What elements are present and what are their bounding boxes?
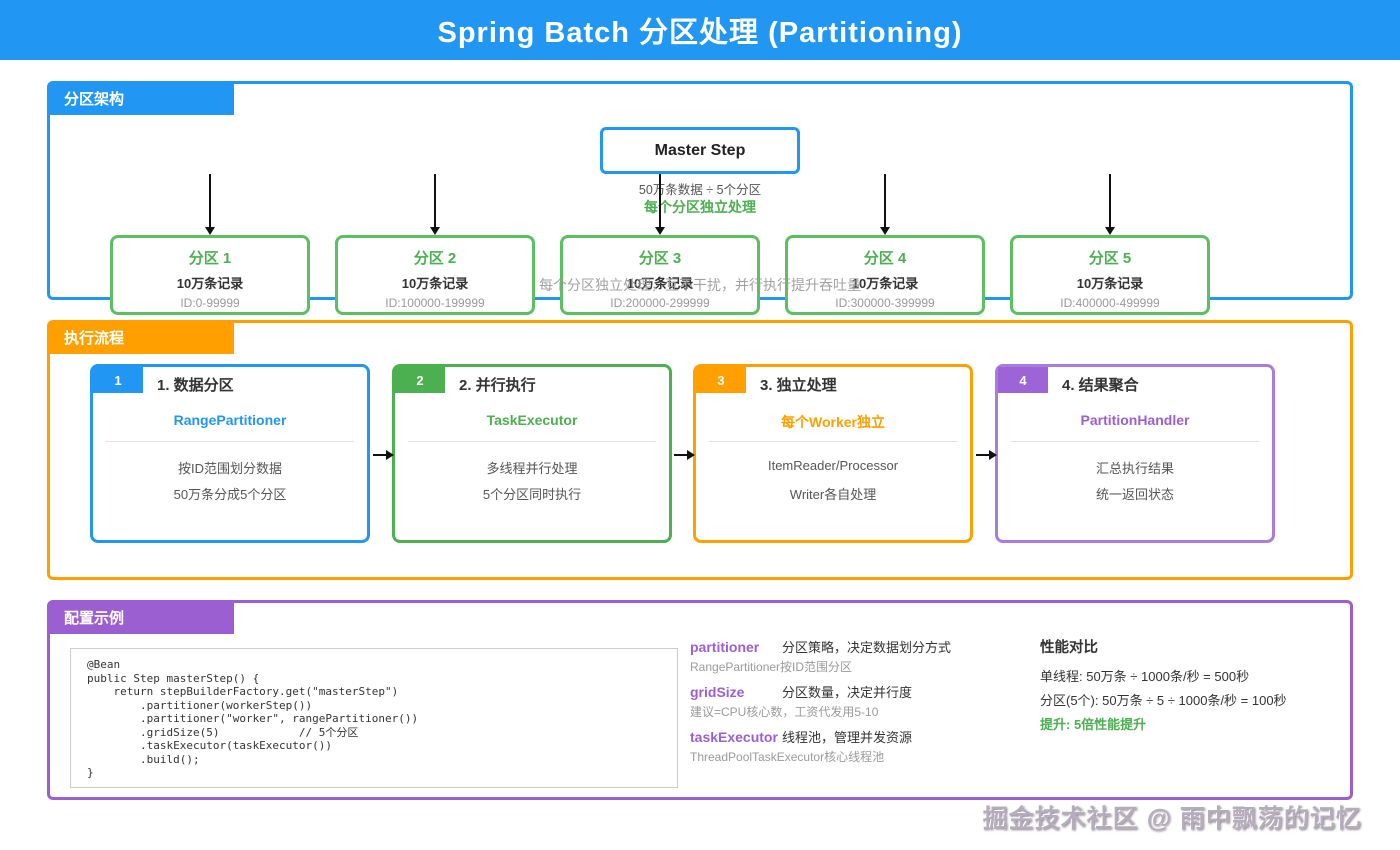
step-title: 3. 独立处理 — [760, 377, 837, 394]
partition-records: 10万条记录 — [401, 276, 469, 291]
title-bar: Spring Batch 分区处理 (Partitioning) — [0, 0, 1400, 60]
flow-step-card-4: 4 4. 结果聚合 PartitionHandler 汇总执行结果 统一返回状态 — [995, 364, 1275, 543]
divider — [408, 441, 656, 442]
param-note: 建议=CPU核心数，工资代发用5-10 — [690, 705, 879, 719]
flow-arrow-3 — [976, 450, 997, 460]
watermark: 掘金技术社区 @ 雨中飘荡的记忆 — [982, 805, 1362, 833]
flow-arrow-1 — [373, 450, 394, 460]
step-key-component: PartitionHandler — [1080, 412, 1190, 428]
step-number-badge: 2 — [395, 367, 445, 393]
flow-step-card-2: 2 2. 并行执行 TaskExecutor 多线程并行处理 5个分区同时执行 — [392, 364, 672, 543]
step-number-badge: 1 — [93, 367, 143, 393]
param-note: ThreadPoolTaskExecutor核心线程池 — [690, 750, 885, 764]
step-title: 4. 结果聚合 — [1062, 377, 1139, 394]
step-detail-line: 按ID范围划分数据 — [177, 461, 282, 476]
flow-step-card-3: 3 3. 独立处理 每个Worker独立 ItemReader/Processo… — [693, 364, 973, 543]
partition-records: 10万条记录 — [626, 276, 694, 291]
section-flow: 执行流程 — [47, 320, 1353, 580]
performance-comparison: 性能对比 单线程: 50万条 ÷ 1000条/秒 = 500秒 分区(5个): … — [1040, 636, 1370, 733]
param-desc: 分区数量，决定并行度 — [782, 685, 913, 700]
partition-box-4: 分区 4 10万条记录 ID:300000-399999 — [785, 235, 985, 315]
step-detail-line: 汇总执行结果 — [1095, 461, 1174, 476]
code-line: } — [87, 766, 94, 779]
partition-records: 10万条记录 — [851, 276, 919, 291]
down-arrow-1 — [205, 174, 215, 235]
section-flow-label: 执行流程 — [50, 323, 234, 354]
partition-name: 分区 3 — [638, 250, 682, 267]
param-desc: 分区策略，决定数据划分方式 — [782, 640, 952, 655]
param-gridsize: gridSize 分区数量，决定并行度 建议=CPU核心数，工资代发用5-10 — [690, 682, 1030, 720]
divider — [1011, 441, 1259, 442]
partition-box-5: 分区 5 10万条记录 ID:400000-499999 — [1010, 235, 1210, 315]
step-detail-line: 多线程并行处理 — [486, 461, 578, 476]
master-step-box: Master Step — [600, 127, 800, 174]
section-config-label: 配置示例 — [50, 603, 234, 634]
code-line: .taskExecutor(taskExecutor()) — [87, 739, 333, 752]
partition-id-range: ID:400000-499999 — [1060, 296, 1160, 310]
param-name: taskExecutor — [690, 729, 778, 745]
down-arrow-5 — [1105, 174, 1115, 235]
code-line: .build(); — [87, 752, 200, 766]
code-block: @Bean public Step masterStep() { return … — [70, 648, 678, 788]
step-detail-line: Writer各自处理 — [789, 487, 877, 502]
partition-id-range: ID:100000-199999 — [385, 296, 485, 310]
performance-title: 性能对比 — [1040, 640, 1098, 656]
partition-records: 10万条记录 — [176, 276, 244, 291]
flow-arrow-2 — [674, 450, 695, 460]
divider — [709, 441, 957, 442]
down-arrow-3 — [655, 174, 665, 235]
step-key-component: RangePartitioner — [173, 412, 287, 428]
config-params: partitioner 分区策略，决定数据划分方式 RangePartition… — [690, 637, 1030, 772]
step-detail-line: ItemReader/Processor — [767, 458, 899, 473]
performance-line: 单线程: 50万条 ÷ 1000条/秒 = 500秒 — [1040, 669, 1250, 684]
param-taskexecutor: taskExecutor 线程池，管理并发资源 ThreadPoolTaskEx… — [690, 727, 1030, 765]
partition-id-range: ID:300000-399999 — [835, 296, 935, 310]
partition-id-range: ID:0-99999 — [180, 296, 240, 310]
param-partitioner: partitioner 分区策略，决定数据划分方式 RangePartition… — [690, 637, 1030, 675]
param-note: RangePartitioner按ID范围分区 — [690, 660, 853, 674]
performance-highlight: 提升: 5倍性能提升 — [1040, 717, 1147, 732]
performance-line: 分区(5个): 50万条 ÷ 5 ÷ 1000条/秒 = 100秒 — [1040, 693, 1287, 708]
partition-box-3: 分区 3 10万条记录 ID:200000-299999 — [560, 235, 760, 315]
code-line: @Bean — [87, 658, 121, 671]
step-title: 2. 并行执行 — [459, 377, 536, 394]
split-note-green: 每个分区独立处理 — [644, 199, 756, 215]
section-config: 配置示例 — [47, 600, 1353, 800]
step-detail-line: 5个分区同时执行 — [482, 487, 582, 502]
code-line: .gridSize(5) // 5个分区 — [87, 725, 359, 739]
partition-name: 分区 1 — [188, 250, 232, 267]
param-desc: 线程池，管理并发资源 — [782, 730, 913, 745]
param-name: gridSize — [690, 684, 745, 700]
partition-name: 分区 4 — [863, 250, 907, 267]
page-title: Spring Batch 分区处理 (Partitioning) — [437, 17, 963, 49]
step-number-badge: 3 — [696, 367, 746, 393]
partition-box-1: 分区 1 10万条记录 ID:0-99999 — [110, 235, 310, 315]
code-line: public Step masterStep() { — [87, 671, 260, 685]
partition-records: 10万条记录 — [1076, 276, 1144, 291]
split-note: 50万条数据 ÷ 5个分区 — [638, 183, 762, 197]
code-line: .partitioner(workerStep()) — [87, 698, 313, 712]
flow-step-card-1: 1 1. 数据分区 RangePartitioner 按ID范围划分数据 50万… — [90, 364, 370, 543]
step-key-component: 每个Worker独立 — [781, 414, 885, 430]
partition-id-range: ID:200000-299999 — [610, 296, 710, 310]
step-key-component: TaskExecutor — [486, 412, 578, 428]
code-line: .partitioner("worker", rangePartitioner(… — [87, 712, 419, 725]
down-arrow-2 — [430, 174, 440, 235]
partition-name: 分区 5 — [1088, 250, 1132, 267]
code-line: return stepBuilderFactory.get("masterSte… — [87, 685, 399, 698]
down-arrow-4 — [880, 174, 890, 235]
step-number-badge: 4 — [998, 367, 1048, 393]
divider — [106, 441, 354, 442]
partition-name: 分区 2 — [413, 250, 457, 267]
step-detail-line: 统一返回状态 — [1095, 487, 1174, 502]
param-name: partitioner — [690, 639, 760, 655]
step-detail-line: 50万条分成5个分区 — [173, 487, 287, 502]
step-title: 1. 数据分区 — [157, 377, 234, 394]
partition-box-2: 分区 2 10万条记录 ID:100000-199999 — [335, 235, 535, 315]
section-architecture-label: 分区架构 — [50, 84, 234, 115]
partition-overlay-note: 每个分区独立处理，互不干扰，并行执行提升吞吐量 — [539, 277, 861, 293]
